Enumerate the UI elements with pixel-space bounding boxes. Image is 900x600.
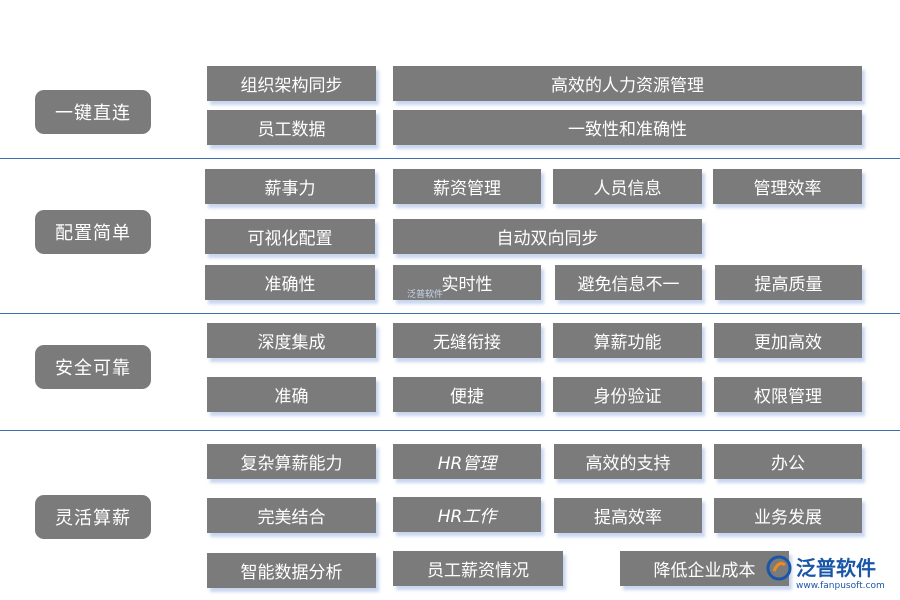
item-deep-integration: 深度集成 [207,323,376,358]
item-reduce-cost: 降低企业成本 [620,551,789,586]
brand-name: 泛普软件 [796,556,876,580]
item-xinshili: 薪事力 [205,169,375,204]
item-payroll-function: 算薪功能 [553,323,702,358]
item-realtime: 实时性 [393,265,541,300]
item-hr-management-2: HR管理 [393,444,541,479]
item-complex-payroll: 复杂算薪能力 [207,444,376,479]
section-label-flexible-payroll: 灵活算薪 [35,495,151,539]
item-accurate: 准确 [207,377,376,412]
item-efficient-support: 高效的支持 [554,444,702,479]
item-improve-quality: 提高质量 [715,265,862,300]
item-employee-data: 员工数据 [207,110,376,145]
section-label-secure-reliable: 安全可靠 [35,345,151,389]
divider-3 [0,430,900,431]
item-business-development: 业务发展 [714,498,862,533]
divider-1 [0,158,900,159]
item-bidirectional-sync: 自动双向同步 [393,219,702,254]
item-smart-data-analysis: 智能数据分析 [207,553,376,588]
item-visual-config: 可视化配置 [205,219,375,254]
item-accuracy: 准确性 [205,265,375,300]
item-management-efficiency: 管理效率 [713,169,862,204]
section-label-one-click: 一键直连 [35,90,151,134]
item-salary-management: 薪资管理 [393,169,541,204]
item-org-sync: 组织架构同步 [207,66,376,101]
divider-2 [0,313,900,314]
item-hr-work: HR工作 [393,497,541,532]
item-convenient: 便捷 [393,377,541,412]
item-perfect-combination: 完美结合 [207,498,376,533]
watermark: 泛普软件 [407,290,444,300]
brand-url: www.fanpusoft.com [796,581,885,591]
fanpu-logo-icon [766,555,792,581]
item-identity-verification: 身份验证 [553,377,702,412]
item-seamless: 无缝衔接 [393,323,541,358]
section-label-simple-config: 配置简单 [35,210,151,254]
brand-logo: 泛普软件 [766,548,876,588]
item-more-efficient: 更加高效 [714,323,862,358]
item-avoid-inconsistency: 避免信息不一 [555,265,702,300]
item-office: 办公 [714,444,862,479]
item-employee-salary: 员工薪资情况 [393,551,563,586]
item-personnel-info: 人员信息 [553,169,702,204]
item-consistency: 一致性和准确性 [393,110,862,145]
item-permission-management: 权限管理 [714,377,862,412]
item-hr-management: 高效的人力资源管理 [393,66,862,101]
item-improve-efficiency: 提高效率 [554,498,702,533]
